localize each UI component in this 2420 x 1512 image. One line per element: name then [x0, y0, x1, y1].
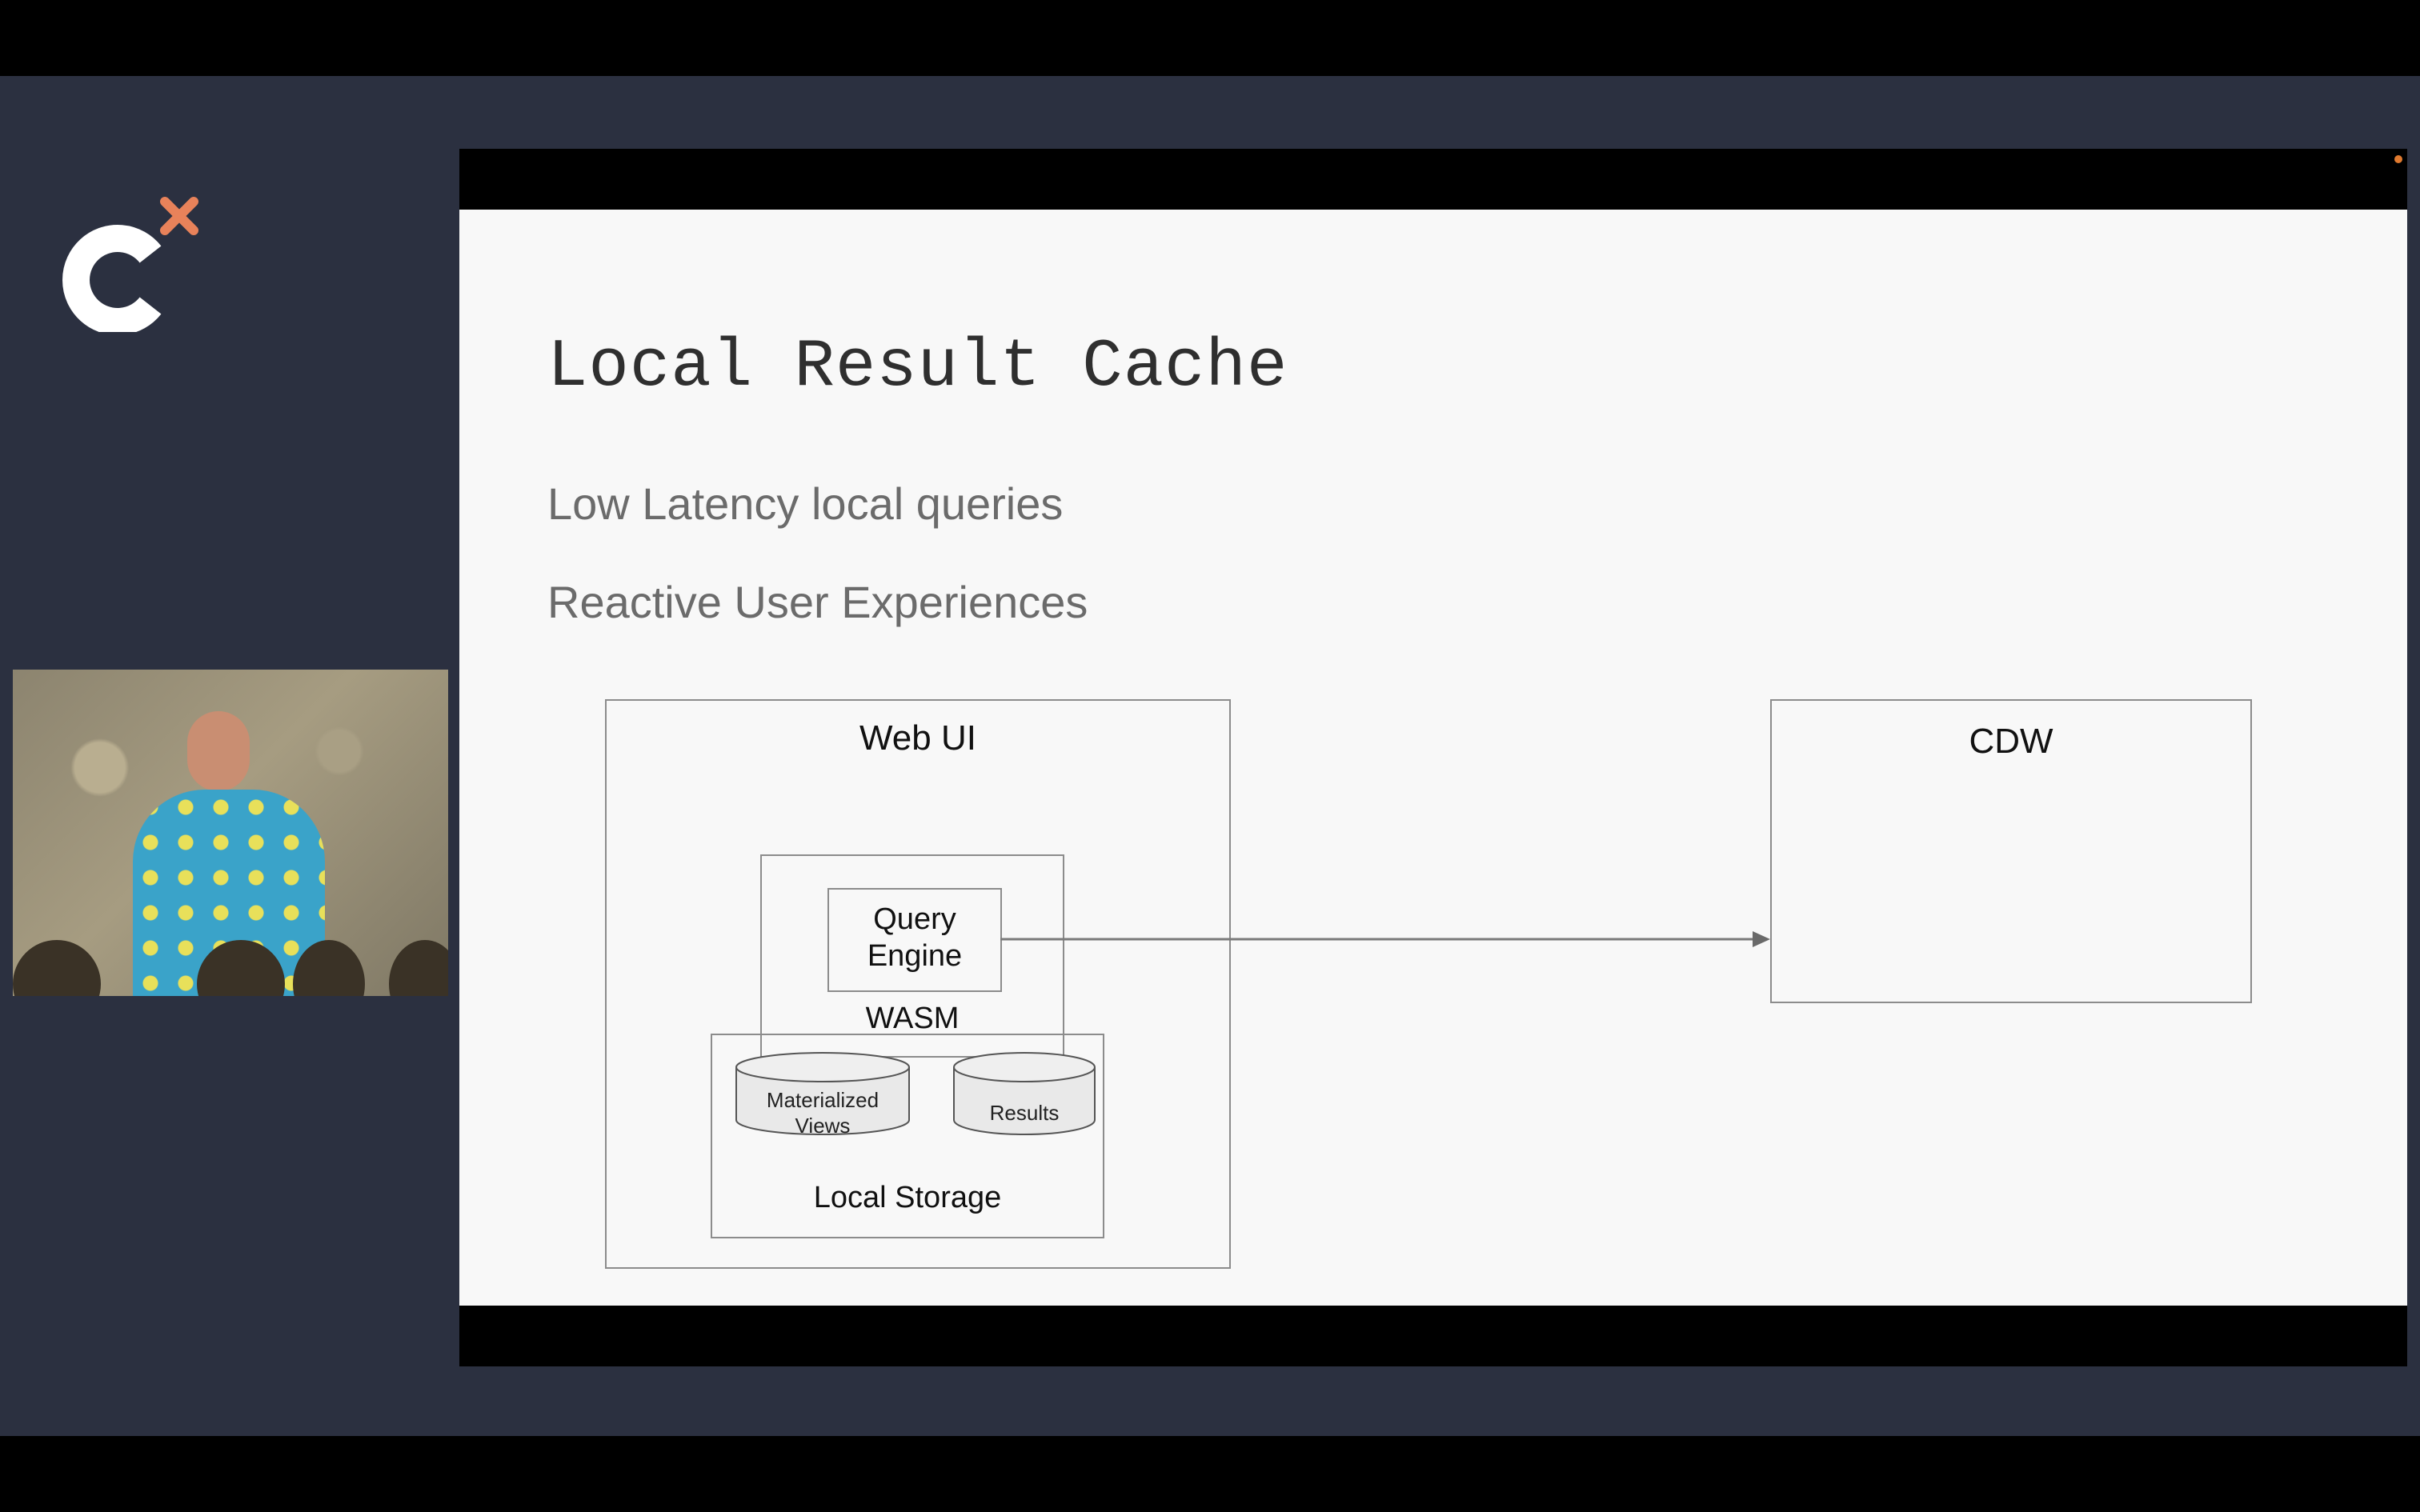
query-engine-label-line1: Query — [873, 902, 956, 936]
cdw-box: CDW — [1770, 699, 2252, 1003]
c-x-logo-icon — [62, 197, 198, 332]
architecture-diagram: Web UI WASM Query Engine CDW — [459, 210, 2407, 1306]
materialized-views-cylinder-icon — [735, 1052, 910, 1135]
web-ui-box: Web UI — [605, 699, 1231, 1269]
cdw-label: CDW — [1969, 722, 2053, 761]
results-cylinder-icon — [953, 1052, 1096, 1135]
slide-frame: Local Result Cache Low Latency local que… — [459, 149, 2407, 1366]
slide-title: Local Result Cache — [547, 330, 1288, 406]
storage-cylinders — [735, 1052, 1096, 1135]
materialized-views-label-line2: Views — [795, 1114, 851, 1138]
query-engine-label-line2: Engine — [867, 939, 963, 973]
web-ui-label: Web UI — [859, 718, 976, 758]
results-label: Results — [989, 1101, 1060, 1125]
materialized-views-label-line1: Materialized — [766, 1088, 879, 1112]
query-engine-box: Query Engine — [827, 888, 1002, 992]
bullet-low-latency: Low Latency local queries — [547, 478, 1064, 529]
speaker-camera-feed — [13, 670, 448, 996]
wasm-label: WASM — [865, 1002, 960, 1035]
local-storage-area: Materialized Views Results Local Storage — [711, 1034, 1104, 1238]
wasm-box: WASM — [760, 854, 1064, 1058]
recording-indicator-icon — [2394, 155, 2402, 163]
local-storage-label: Local Storage — [813, 1181, 1002, 1214]
slide: Local Result Cache Low Latency local que… — [459, 210, 2407, 1306]
bullet-reactive-ux: Reactive User Experiences — [547, 577, 1088, 627]
